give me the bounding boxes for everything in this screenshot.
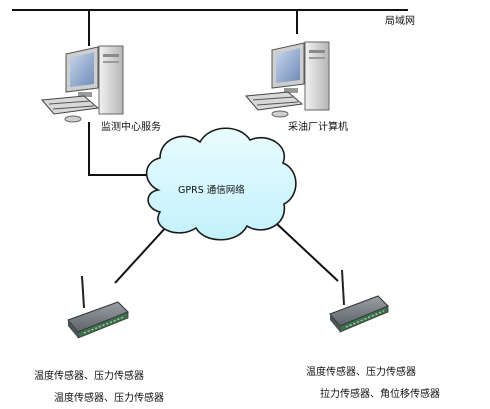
- gprs-cloud-icon: [145, 127, 297, 241]
- right-unit-sensors-line-1: 温度传感器、压力传感器: [306, 367, 416, 378]
- oilfield-computer-label: 采油厂计算机: [288, 122, 348, 133]
- monitoring-server-label: 监测中心服务: [101, 122, 161, 133]
- cloud-unit-right-link: [276, 223, 339, 282]
- cloud-unit-left-link: [114, 224, 169, 284]
- field-unit-right-icon: [329, 269, 389, 333]
- field-unit-left-icon: [67, 275, 129, 339]
- oilfield-computer-icon: [244, 41, 330, 118]
- left-unit-sensors-line-2: 温度传感器、压力传感器: [54, 393, 164, 404]
- server-cloud-link: [88, 122, 151, 176]
- gprs-label: GPRS 通信网络: [178, 185, 245, 196]
- monitoring-server-icon: [40, 45, 124, 123]
- left-unit-sensors-line-1: 温度传感器、压力传感器: [34, 371, 144, 382]
- lan-label: 局域网: [385, 16, 415, 27]
- right-unit-sensors-line-2: 拉力传感器、角位移传感器: [320, 389, 440, 400]
